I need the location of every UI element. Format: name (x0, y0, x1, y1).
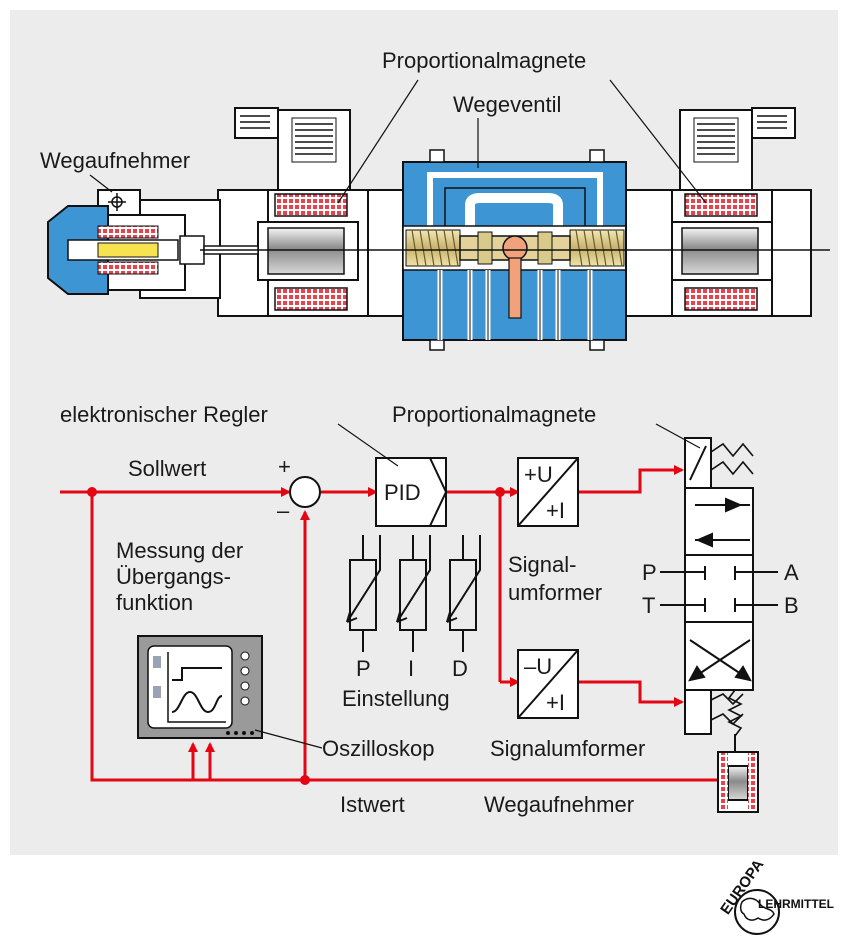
sum-minus: – (277, 498, 290, 523)
sum-plus: + (278, 454, 291, 479)
valve-body (402, 149, 627, 351)
label-proportional-magnets-top: Proportionalmagnete (382, 48, 586, 73)
label-signal-converter-1b: umformer (508, 580, 602, 605)
pid-controller-block: PID (375, 457, 448, 527)
label-measure-1: Messung der (116, 538, 243, 563)
oscilloscope (137, 635, 263, 739)
param-d: D (452, 656, 468, 681)
port-a: A (784, 560, 799, 585)
leader-sensor-top (89, 174, 113, 193)
label-proportional-magnets-bottom: Proportionalmagnete (392, 402, 596, 427)
summing-junction (289, 476, 321, 508)
conv1-bottom: +I (546, 498, 565, 523)
label-measure-2: Übergangs- (116, 564, 231, 589)
signal-converter-1: +U +I (517, 457, 579, 527)
spring-right (569, 229, 625, 267)
control-block-diagram: + – PID +U +I –U +I (60, 402, 799, 817)
valve-cross-section: Proportionalmagnete Wegeventil Wegaufneh… (40, 48, 830, 351)
label-measure-3: funktion (116, 590, 193, 615)
signal-converter-2: –U +I (517, 649, 579, 719)
valve-symbol (660, 437, 778, 813)
label-directional-valve: Wegeventil (453, 92, 561, 117)
port-t: T (642, 593, 655, 618)
param-i: I (408, 656, 414, 681)
label-position-sensor-top: Wegaufnehmer (40, 148, 190, 173)
pid-potentiometers (346, 535, 481, 652)
leader-magnet-left (337, 79, 419, 204)
label-position-sensor-bottom: Wegaufnehmer (484, 792, 634, 817)
port-p: P (642, 560, 657, 585)
label-setpoint: Sollwert (128, 456, 206, 481)
pid-label: PID (384, 480, 421, 505)
label-signal-converter-1a: Signal- (508, 552, 576, 577)
conv2-bottom: +I (546, 690, 565, 715)
label-electronic-controller: elektronischer Regler (60, 402, 268, 427)
label-oscilloscope: Oszilloskop (322, 736, 434, 761)
leader-magnet-right (609, 79, 707, 204)
spring-left (405, 229, 461, 267)
logo-text-bottom: LEHRMITTEL (758, 897, 834, 911)
param-p: P (356, 656, 371, 681)
label-actual-value: Istwert (340, 792, 405, 817)
label-signal-converter-2: Signalumformer (490, 736, 645, 761)
left-solenoid (217, 107, 404, 317)
conv1-top: +U (524, 462, 553, 487)
label-adjustment: Einstellung (342, 686, 450, 711)
conv2-top: –U (524, 654, 552, 679)
port-b: B (784, 593, 799, 618)
globe-icon (734, 889, 780, 935)
right-solenoid (625, 107, 812, 317)
europa-lehrmittel-logo: EUROPA LEHRMITTEL (717, 856, 834, 935)
